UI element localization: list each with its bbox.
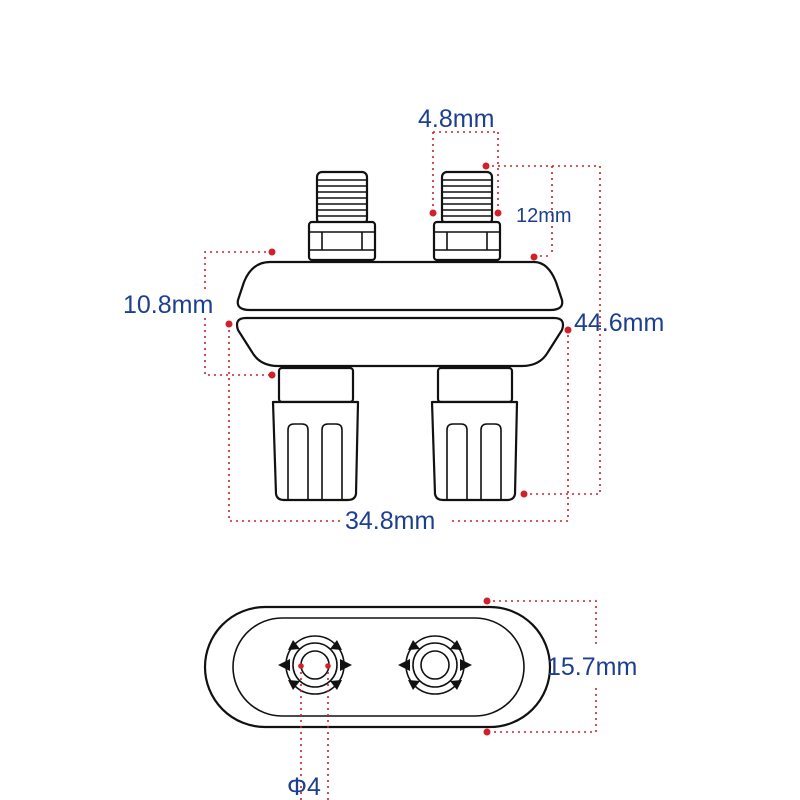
left-threaded-stem	[307, 170, 377, 262]
dim-body-height: 10.8mm	[123, 248, 276, 379]
body-upper-disc	[236, 260, 564, 312]
base-outer-outline	[203, 605, 552, 729]
base-inner-outline	[232, 617, 525, 717]
dim-total-width: 34.8mm	[225, 320, 572, 535]
dim-stem-diameter: 4.8mm	[418, 105, 502, 217]
dim-base-depth: 15.7mm	[483, 597, 637, 736]
label-total-height: 44.6mm	[574, 309, 664, 337]
dim-total-height: 44.6mm	[520, 165, 664, 498]
label-stem-diameter: 4.8mm	[418, 105, 494, 133]
body-lower-disc	[235, 316, 565, 368]
label-body-height: 10.8mm	[123, 291, 213, 319]
label-stem-height: 12mm	[516, 205, 572, 227]
label-base-depth: 15.7mm	[547, 653, 637, 681]
dim-hole-diameter: Φ4	[287, 663, 331, 800]
label-total-width: 34.8mm	[345, 507, 435, 535]
left-socket	[271, 366, 360, 502]
right-connector-top	[398, 635, 472, 695]
right-socket	[430, 366, 519, 502]
label-hole-diameter: Φ4	[287, 773, 321, 800]
front-view: 4.8mm 12mm 44.6mm 10.8mm 34.8mm	[123, 105, 664, 535]
top-view: 15.7mm Φ4	[203, 597, 637, 800]
right-threaded-stem	[432, 170, 502, 262]
